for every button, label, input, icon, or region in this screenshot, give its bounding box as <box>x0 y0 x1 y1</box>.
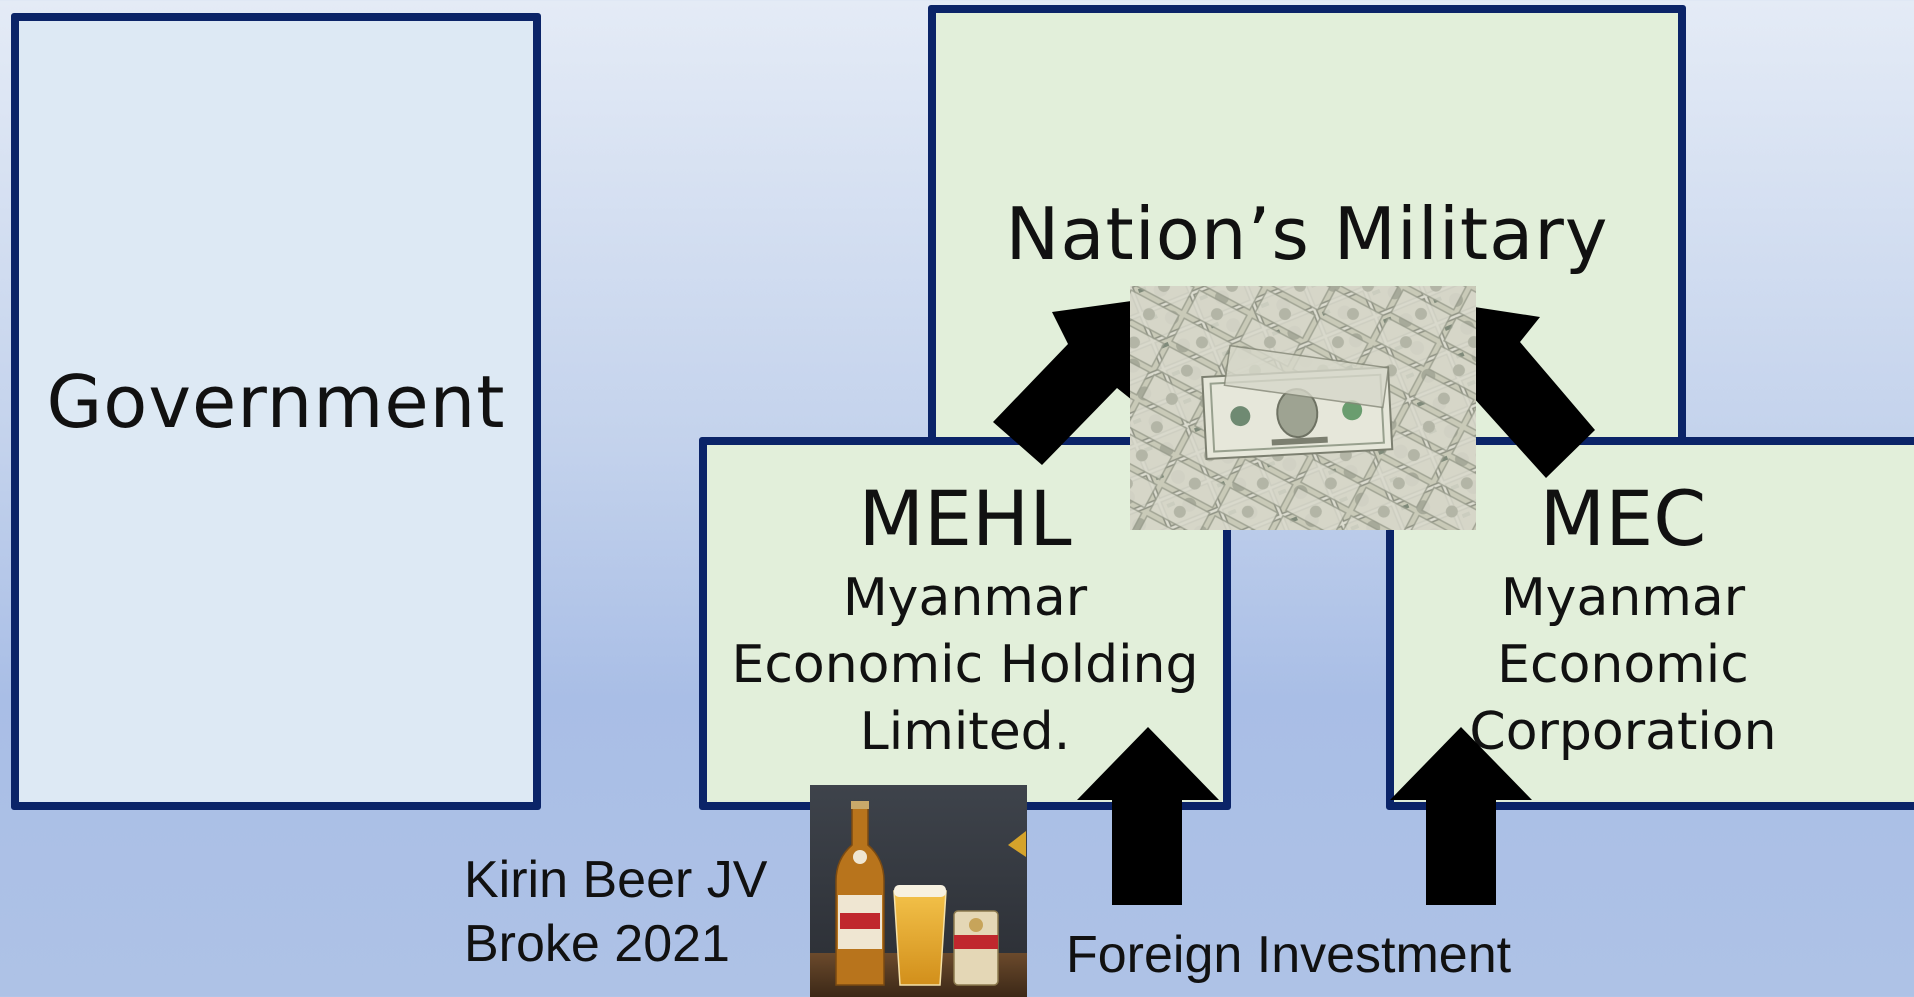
mec-subtitle: Myanmar Economic Corporation <box>1386 565 1860 766</box>
mehl-title: MEHL <box>858 474 1072 563</box>
mec-subtitle-line: Economic <box>1497 635 1749 695</box>
mehl-subtitle-line: Limited. <box>859 702 1071 762</box>
arrow-foreign-to-mec <box>1390 727 1532 905</box>
kirin-beer-caption: Kirin Beer JV Broke 2021 <box>464 848 767 976</box>
mehl-subtitle: Myanmar Economic Holding Limited. <box>699 565 1231 766</box>
mehl-subtitle-line: Economic Holding <box>731 635 1199 695</box>
money-pile-image <box>1130 286 1476 530</box>
mec-title: MEC <box>1539 474 1707 563</box>
mehl-subtitle-line: Myanmar <box>842 568 1088 628</box>
arrow-mehl-to-military <box>993 297 1160 465</box>
kirin-caption-line: Kirin Beer JV <box>464 851 768 909</box>
mec-subtitle-line: Myanmar <box>1500 568 1746 628</box>
kirin-beer-product-image <box>810 785 1027 997</box>
arrow-foreign-to-mehl <box>1077 727 1219 905</box>
mec-subtitle-line: Corporation <box>1469 702 1777 762</box>
military-label: Nation’s Military <box>1005 192 1609 276</box>
government-box <box>11 13 541 810</box>
government-label: Government <box>46 360 506 444</box>
kirin-caption-line: Broke 2021 <box>464 915 730 973</box>
foreign-investment-label: Foreign Investment <box>1066 926 1512 984</box>
